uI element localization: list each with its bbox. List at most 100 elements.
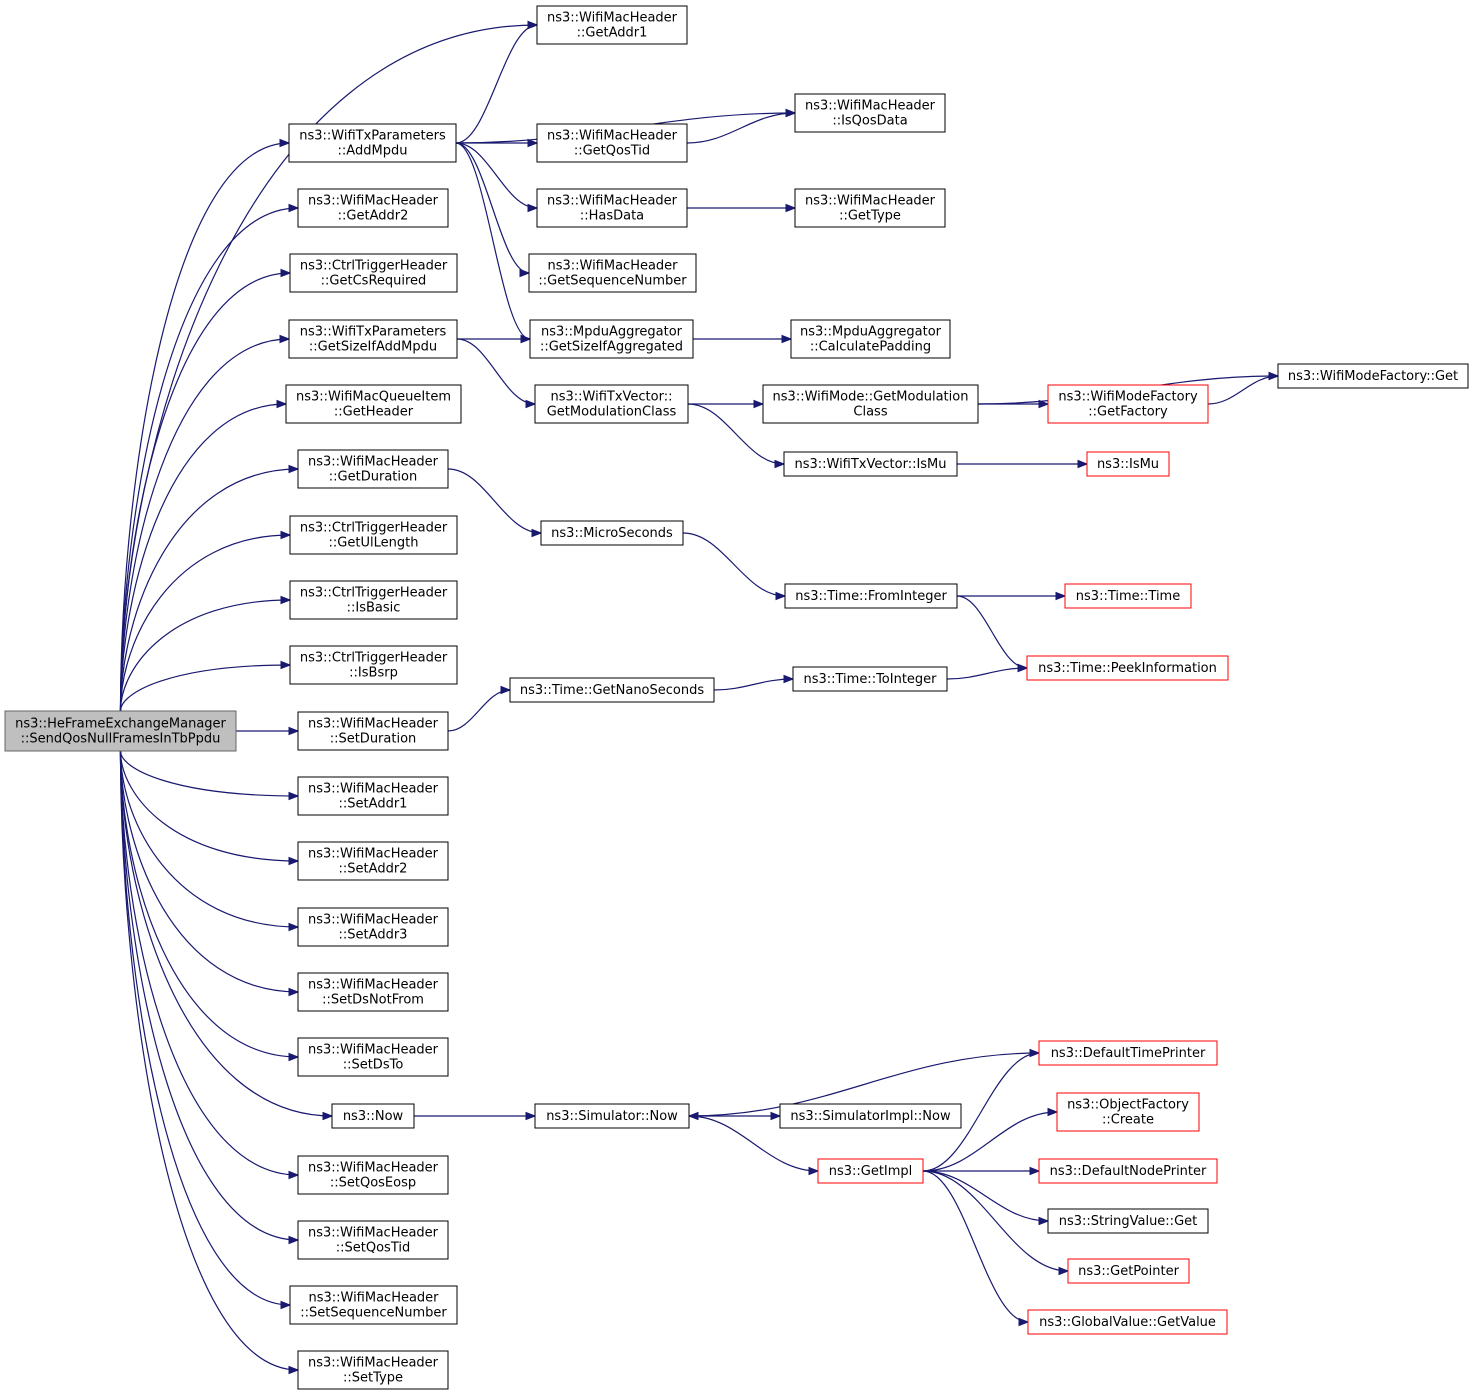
arrowhead-icon xyxy=(1268,371,1280,381)
node-simimplnow[interactable]: ns3::SimulatorImpl::Now xyxy=(779,1103,962,1129)
node-box xyxy=(779,1103,962,1129)
node-label: ns3::HeFrameExchangeManager xyxy=(15,717,226,732)
edge-line xyxy=(119,207,299,712)
arrowhead-icon xyxy=(1058,1266,1070,1276)
node-label: ::GetAddr2 xyxy=(338,209,409,224)
edge-line xyxy=(119,750,333,1117)
node-calcpadding[interactable]: ns3::MpduAggregator::CalculatePadding xyxy=(790,319,951,359)
node-box xyxy=(1047,1208,1209,1234)
edge-frominteger-to-timetime xyxy=(956,591,1067,601)
node-label: ns3::WifiModeFactory xyxy=(1058,390,1198,405)
edge-getfactory-to-wmfget xyxy=(1207,371,1280,405)
node-isbsrp[interactable]: ns3::CtrlTriggerHeader::IsBsrp xyxy=(289,645,458,685)
node-getmodclass[interactable]: ns3::WifiTxVector::GetModulationClass xyxy=(534,384,689,424)
node-label: ns3::CtrlTriggerHeader xyxy=(300,651,448,666)
node-box xyxy=(1038,1040,1218,1066)
node-setdsto[interactable]: ns3::WifiMacHeader::SetDsTo xyxy=(297,1037,449,1077)
node-addmpdu[interactable]: ns3::WifiTxParameters::AddMpdu xyxy=(288,123,457,163)
node-microseconds[interactable]: ns3::MicroSeconds xyxy=(540,520,684,546)
edge-line xyxy=(956,595,1028,669)
node-getsizeifaddmpdu[interactable]: ns3::WifiTxParameters::GetSizeIfAddMpdu xyxy=(288,319,458,359)
node-getnanoseconds[interactable]: ns3::Time::GetNanoSeconds xyxy=(509,677,715,703)
node-getseqnum[interactable]: ns3::WifiMacHeader::GetSequenceNumber xyxy=(528,253,697,293)
node-defaultnodeprinter[interactable]: ns3::DefaultNodePrinter xyxy=(1038,1158,1218,1184)
node-getduration[interactable]: ns3::WifiMacHeader::GetDuration xyxy=(297,449,449,489)
node-label: ns3::Time::GetNanoSeconds xyxy=(520,683,705,698)
node-getfactory[interactable]: ns3::WifiModeFactory::GetFactory xyxy=(1047,384,1209,424)
node-txismu[interactable]: ns3::WifiTxVector::IsMu xyxy=(783,451,958,477)
arrowhead-icon xyxy=(527,20,539,30)
node-now[interactable]: ns3::Now xyxy=(331,1103,415,1129)
node-box xyxy=(529,319,694,359)
node-setqoseosp[interactable]: ns3::WifiMacHeader::SetQosEosp xyxy=(297,1155,449,1195)
node-getheader[interactable]: ns3::WifiMacQueueItem::GetHeader xyxy=(285,384,462,424)
node-objfactorycreate[interactable]: ns3::ObjectFactory::Create xyxy=(1056,1092,1200,1132)
node-label: ns3::GetPointer xyxy=(1078,1264,1179,1279)
node-timetime[interactable]: ns3::Time::Time xyxy=(1064,583,1192,609)
node-label: ::SetQosEosp xyxy=(330,1176,416,1191)
node-setaddr3[interactable]: ns3::WifiMacHeader::SetAddr3 xyxy=(297,907,449,947)
node-label: ns3::WifiMacHeader xyxy=(547,194,678,209)
node-box xyxy=(1086,451,1170,477)
node-box xyxy=(783,451,958,477)
node-setdsnotfrom[interactable]: ns3::WifiMacHeader::SetDsNotFrom xyxy=(297,972,449,1012)
node-label: ns3::WifiMacHeader xyxy=(308,1043,439,1058)
edge-root-to-settype xyxy=(119,750,300,1375)
edge-line xyxy=(119,142,290,712)
node-label: ::CalculatePadding xyxy=(810,340,931,355)
node-globalvalueget[interactable]: ns3::GlobalValue::GetValue xyxy=(1027,1309,1228,1335)
node-box xyxy=(784,583,958,609)
node-label: ::IsQosData xyxy=(832,114,907,129)
node-gettype[interactable]: ns3::WifiMacHeader::GetType xyxy=(794,188,946,228)
node-frominteger[interactable]: ns3::Time::FromInteger xyxy=(784,583,958,609)
node-getqostid[interactable]: ns3::WifiMacHeader::GetQosTid xyxy=(536,123,688,163)
node-getaddr1[interactable]: ns3::WifiMacHeader::GetAddr1 xyxy=(536,5,688,45)
node-simnow[interactable]: ns3::Simulator::Now xyxy=(534,1103,690,1129)
node-getaddr2[interactable]: ns3::WifiMacHeader::GetAddr2 xyxy=(297,188,449,228)
edge-root-to-getullength xyxy=(119,530,292,712)
node-getullength[interactable]: ns3::CtrlTriggerHeader::GetUlLength xyxy=(289,515,458,555)
node-label: ::GetSizeIfAddMpdu xyxy=(309,340,437,355)
arrowhead-icon xyxy=(1077,459,1089,469)
edge-getimpl-to-stringvalueget xyxy=(922,1170,1050,1226)
node-wmgetmodclass[interactable]: ns3::WifiMode::GetModulationClass xyxy=(762,384,979,424)
node-setduration[interactable]: ns3::WifiMacHeader::SetDuration xyxy=(297,711,449,751)
node-peekinfo[interactable]: ns3::Time::PeekInformation xyxy=(1026,655,1229,681)
node-setaddr1[interactable]: ns3::WifiMacHeader::SetAddr1 xyxy=(297,776,449,816)
node-getcsrequired[interactable]: ns3::CtrlTriggerHeader::GetCsRequired xyxy=(289,253,458,293)
node-box xyxy=(534,1103,690,1129)
node-box xyxy=(762,384,979,424)
node-isbasic[interactable]: ns3::CtrlTriggerHeader::IsBasic xyxy=(289,580,458,620)
node-root[interactable]: ns3::HeFrameExchangeManager::SendQosNull… xyxy=(4,710,237,752)
edge-root-to-setaddr2 xyxy=(119,750,300,866)
node-box xyxy=(297,188,449,228)
arrowhead-icon xyxy=(1038,399,1050,409)
node-getsizeifagg[interactable]: ns3::MpduAggregator::GetSizeIfAggregated xyxy=(529,319,694,359)
arrowhead-icon xyxy=(280,1300,292,1310)
node-isqosdata[interactable]: ns3::WifiMacHeader::IsQosData xyxy=(794,93,946,133)
arrowhead-icon xyxy=(288,987,300,997)
arrowhead-icon xyxy=(1055,591,1067,601)
node-wmfget[interactable]: ns3::WifiModeFactory::Get xyxy=(1277,363,1469,389)
node-ismu[interactable]: ns3::IsMu xyxy=(1086,451,1170,477)
arrowhead-icon xyxy=(322,1111,334,1121)
arrowhead-icon xyxy=(1038,1216,1050,1226)
node-defaulttimeprinter[interactable]: ns3::DefaultTimePrinter xyxy=(1038,1040,1218,1066)
node-stringvalueget[interactable]: ns3::StringValue::Get xyxy=(1047,1208,1209,1234)
node-label: ::GetDuration xyxy=(329,470,417,485)
node-box xyxy=(297,776,449,816)
edge-line xyxy=(688,1052,1040,1117)
node-label: ns3::Simulator::Now xyxy=(546,1109,678,1124)
arrowhead-icon xyxy=(785,108,797,118)
node-setqostid[interactable]: ns3::WifiMacHeader::SetQosTid xyxy=(297,1220,449,1260)
node-box xyxy=(4,710,237,752)
node-setaddr2[interactable]: ns3::WifiMacHeader::SetAddr2 xyxy=(297,841,449,881)
edge-line xyxy=(456,338,536,405)
node-getimpl[interactable]: ns3::GetImpl xyxy=(817,1158,924,1184)
node-tointeger[interactable]: ns3::Time::ToInteger xyxy=(792,666,948,692)
node-hasdata[interactable]: ns3::WifiMacHeader::HasData xyxy=(536,188,688,228)
node-setseqnum[interactable]: ns3::WifiMacHeader::SetSequenceNumber xyxy=(289,1285,458,1325)
node-getpointer[interactable]: ns3::GetPointer xyxy=(1067,1258,1190,1284)
node-settype[interactable]: ns3::WifiMacHeader::SetType xyxy=(297,1350,449,1390)
node-label: ::SetDuration xyxy=(330,732,417,747)
